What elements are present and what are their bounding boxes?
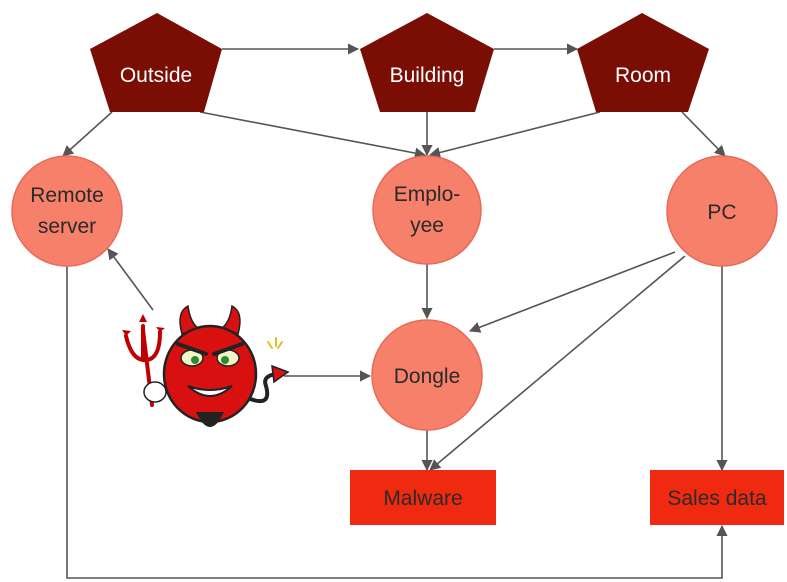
asset-remote-server: Remote server xyxy=(11,155,123,267)
asset-employee-shape xyxy=(372,155,482,265)
asset-pc-label: PC xyxy=(707,201,736,224)
edge-pc-dongle xyxy=(468,251,676,333)
edge-pc-malware xyxy=(429,255,686,471)
target-malware-shape xyxy=(350,470,496,525)
location-building: Building xyxy=(360,13,494,112)
target-malware-label: Malware xyxy=(383,487,462,510)
target-sales-data-shape xyxy=(650,470,784,525)
asset-pc: PC xyxy=(666,155,778,267)
asset-dongle: Dongle xyxy=(371,319,483,431)
asset-employee-label-line-1: Emplo- xyxy=(394,183,461,206)
location-building-label: Building xyxy=(390,64,465,87)
edge-room-pc xyxy=(681,111,726,157)
location-outside-label: Outside xyxy=(120,64,192,87)
edge-room-employee xyxy=(428,111,601,158)
asset-dongle-label: Dongle xyxy=(394,365,461,388)
location-room-label: Room xyxy=(615,64,671,87)
asset-employee-label-line-2: yee xyxy=(410,214,444,237)
trident-icon xyxy=(122,314,165,407)
edges xyxy=(62,43,728,579)
location-room-shape xyxy=(577,13,709,112)
edge-outside-employee xyxy=(199,111,427,159)
asset-dongle-shape xyxy=(371,319,483,431)
location-room: Room xyxy=(577,13,709,112)
target-sales-data-label: Sales data xyxy=(667,487,767,510)
asset-pc-shape xyxy=(666,155,778,267)
target-malware: Malware xyxy=(350,470,496,525)
location-outside-shape xyxy=(90,13,222,112)
asset-employee: Emplo- yee xyxy=(372,155,482,265)
asset-remote-server-shape xyxy=(11,155,123,267)
asset-remote-server-label-line-2: server xyxy=(38,215,96,238)
devil-icon xyxy=(122,304,290,427)
edge-remote-server-sales-data xyxy=(66,266,728,579)
location-building-shape xyxy=(360,13,494,112)
asset-remote-server-label-line-1: Remote xyxy=(30,184,104,207)
edge-attacker-remote-server xyxy=(107,248,154,311)
target-sales-data: Sales data xyxy=(650,470,784,525)
edge-outside-remote-server xyxy=(62,111,113,157)
location-outside: Outside xyxy=(90,13,222,112)
